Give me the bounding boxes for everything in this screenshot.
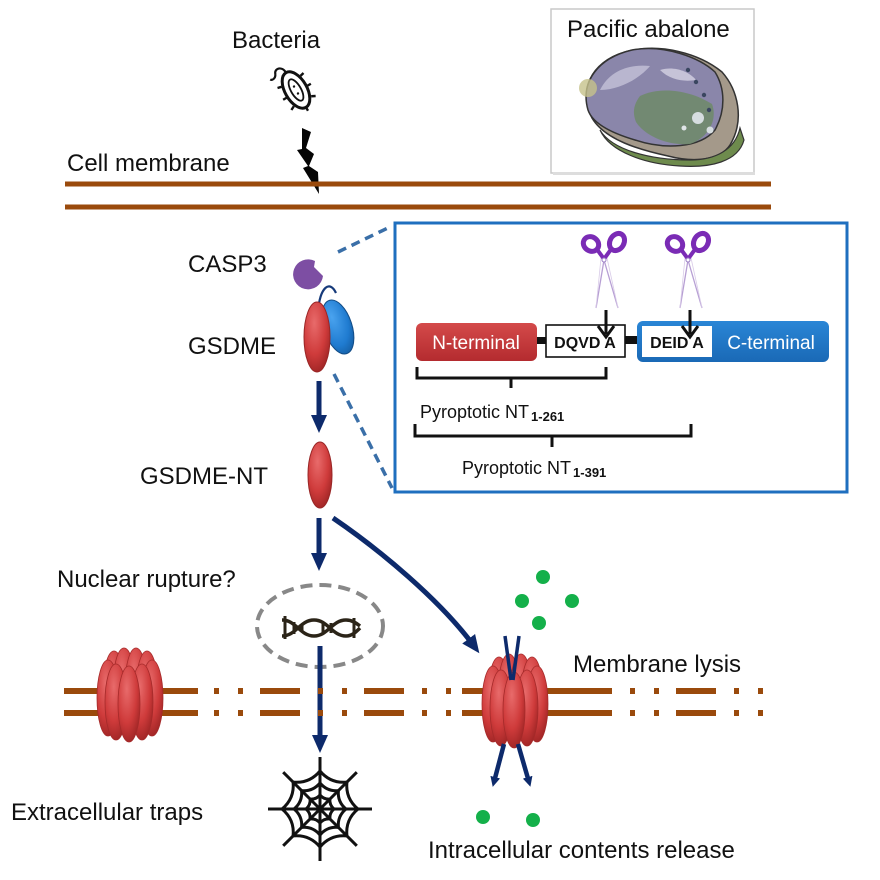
membrane-segment: [318, 688, 323, 694]
membrane-segment: [422, 688, 427, 694]
abalone-image: [579, 47, 745, 167]
membrane-segment: [64, 710, 100, 716]
bracket-nt-391: [413, 424, 693, 447]
membrane-segment: [758, 710, 763, 716]
arrow-nt-to-pore: [331, 515, 480, 654]
gsdme-nt-label: GSDME-NT: [140, 463, 268, 490]
content-dot: [526, 813, 540, 827]
dna-icon: [281, 616, 362, 639]
content-dot: [515, 594, 529, 608]
membrane-segment: [572, 710, 612, 716]
membrane-segment: [676, 710, 716, 716]
spider-web-icon: [268, 757, 372, 861]
abalone-panel: Pacific abalone: [550, 8, 755, 175]
inset-connector-top: [337, 224, 393, 254]
membrane-segment: [544, 710, 578, 716]
lightning-icon: [297, 128, 319, 194]
abalone-label: Pacific abalone: [567, 16, 730, 43]
membrane-segment: [462, 710, 484, 716]
bracket-nt-261: [415, 367, 608, 388]
membrane-segment: [676, 688, 716, 694]
membrane-segment: [318, 710, 323, 716]
content-dot: [565, 594, 579, 608]
inset-connector-bottom: [332, 373, 394, 489]
cell-membrane-label: Cell membrane: [67, 150, 230, 177]
bacteria-label: Bacteria: [232, 27, 321, 54]
n-terminal-domain: [416, 323, 537, 361]
membrane-segment: [342, 688, 347, 694]
membrane-segment: [630, 688, 635, 694]
membrane-segment: [364, 688, 404, 694]
membrane-segment: [654, 688, 659, 694]
membrane-segment: [64, 688, 100, 694]
nuclear-rupture-label: Nuclear rupture?: [57, 566, 236, 593]
membrane-segment: [572, 688, 612, 694]
intracellular-contents: [476, 570, 579, 827]
membrane-segment: [238, 688, 243, 694]
membrane-segment: [342, 710, 347, 716]
membrane-segment: [238, 710, 243, 716]
casp3-label: CASP3: [188, 251, 267, 278]
content-dot: [476, 810, 490, 824]
membrane-segment: [155, 710, 198, 716]
membrane-segment: [758, 688, 763, 694]
pore-channel: [503, 635, 521, 681]
gsdme-pore-left: [96, 647, 164, 743]
membrane-segment: [446, 688, 451, 694]
site1-label: DQVD A: [554, 335, 616, 352]
gsdme-label: GSDME: [188, 333, 276, 360]
membrane-segment: [654, 710, 659, 716]
contents-release-label: Intracellular contents release: [428, 837, 735, 864]
scissors-icon: [580, 230, 628, 309]
membrane-segment: [734, 688, 739, 694]
content-dot: [536, 570, 550, 584]
membrane-segment: [260, 710, 300, 716]
membrane-segment: [214, 688, 219, 694]
membrane-segment: [544, 688, 578, 694]
extracellular-traps-label: Extracellular traps: [11, 799, 203, 826]
membrane-segment: [422, 710, 427, 716]
lysed-membrane: [64, 688, 763, 716]
membrane-segment: [462, 688, 484, 694]
gsdme-icon: [303, 285, 355, 373]
membrane-segment: [260, 688, 300, 694]
membrane-segment: [446, 710, 451, 716]
n-terminal-label: N-terminal: [432, 333, 520, 354]
arrow-release-right: [515, 743, 533, 787]
membrane-segment: [630, 710, 635, 716]
membrane-segment: [364, 710, 404, 716]
bacteria-icon: [269, 67, 316, 112]
arrow-release-left: [490, 743, 507, 787]
casp3-icon: [293, 259, 323, 290]
membrane-segment: [155, 688, 198, 694]
gsdme-nt-icon: [307, 441, 333, 509]
membrane-lysis-label: Membrane lysis: [573, 651, 741, 678]
content-dot: [532, 616, 546, 630]
membrane-segment: [214, 710, 219, 716]
site2-label: DEID A: [650, 335, 704, 352]
domain-inset: N-terminal DQVD A DEID A C-terminal Pyro…: [393, 221, 849, 494]
scissors-icon: [664, 230, 712, 309]
membrane-segment: [734, 710, 739, 716]
c-terminal-label: C-terminal: [727, 333, 815, 354]
